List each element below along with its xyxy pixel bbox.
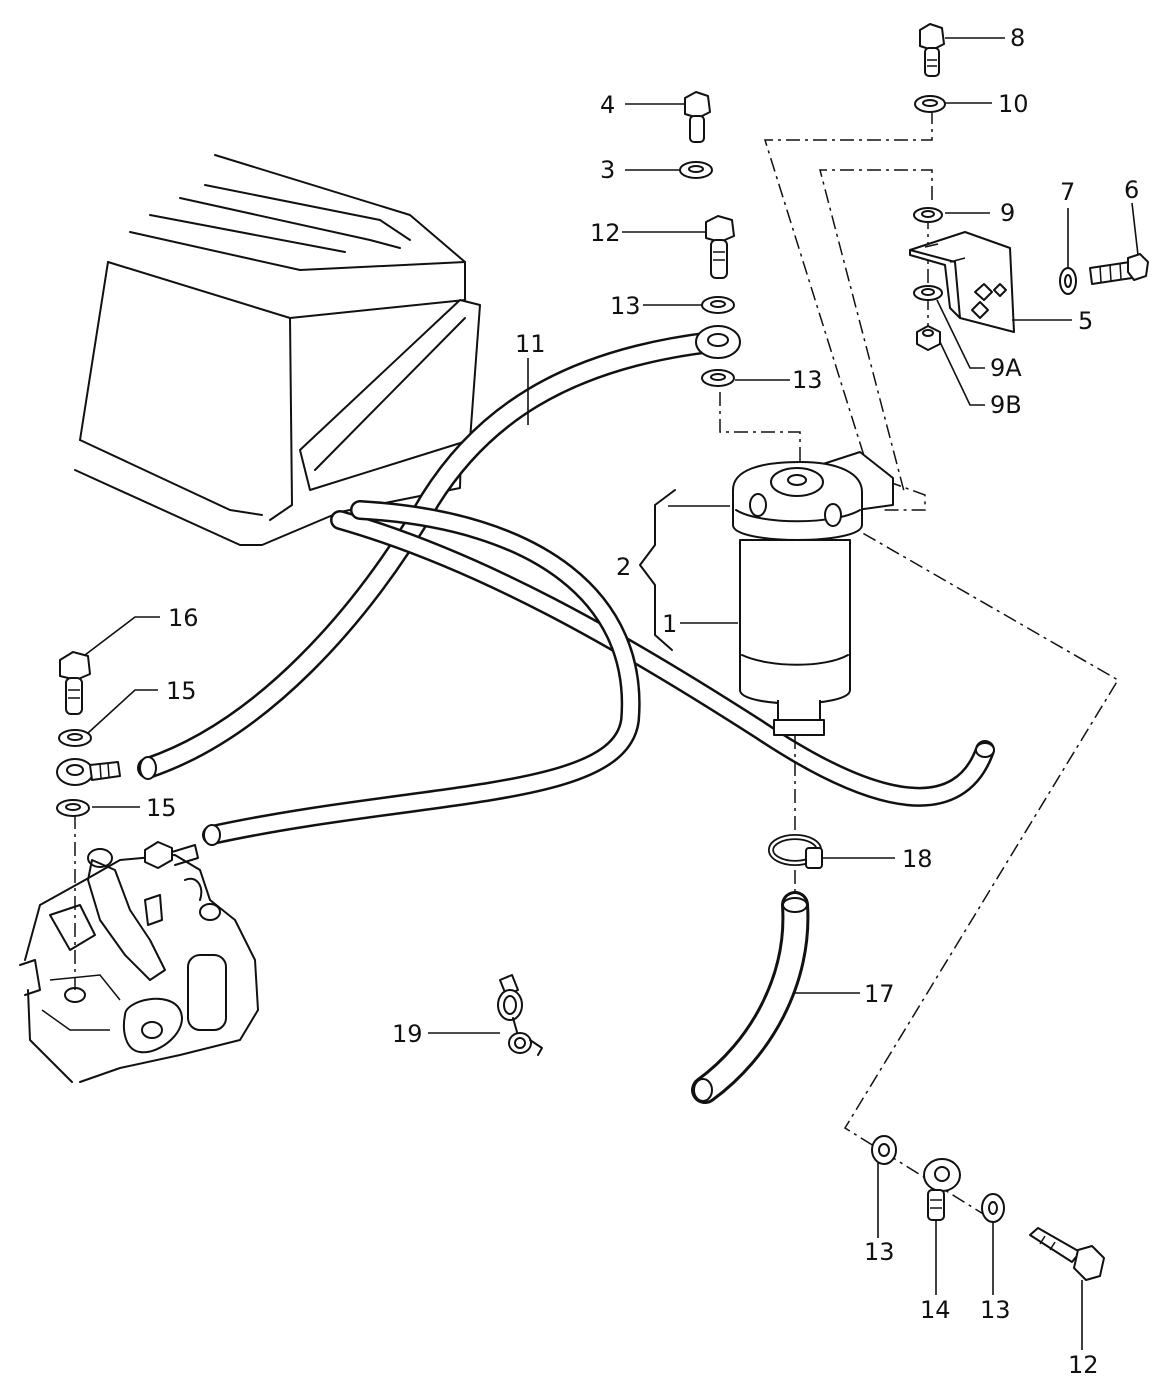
- label-13-lower: 13: [792, 366, 823, 394]
- label-1: 1: [662, 610, 677, 638]
- washer-9-icon: [913, 207, 943, 223]
- banjo-union-14-icon: [923, 1158, 961, 1221]
- washer-9a-icon: [913, 285, 943, 301]
- label-13-upper: 13: [610, 292, 641, 320]
- label-2: 2: [616, 553, 631, 581]
- bolt-6-icon: [1089, 253, 1149, 285]
- label-13-bottom-left: 13: [864, 1238, 895, 1266]
- label-6: 6: [1124, 176, 1139, 204]
- label-8: 8: [1010, 24, 1025, 52]
- label-15-upper: 15: [166, 677, 197, 705]
- banjo-bolt-16-icon: [59, 651, 91, 715]
- nut-9b-icon: [916, 325, 941, 351]
- mounting-bracket-5-icon: [909, 231, 1015, 333]
- sealing-washer-13-upper-icon: [701, 296, 735, 314]
- label-16: 16: [168, 604, 199, 632]
- label-9a: 9A: [990, 354, 1022, 382]
- label-17: 17: [864, 980, 895, 1008]
- callout-labels: 8 10 4 3 12 13 13 11 9 7 6 5 9A 9B 2 1 1…: [146, 24, 1139, 1379]
- spring-washer-10-icon: [914, 95, 946, 113]
- label-9: 9: [1000, 199, 1015, 227]
- washer-15-upper-icon: [58, 729, 92, 747]
- banjo-bolt-12-bottom-icon: [1029, 1227, 1105, 1281]
- label-3: 3: [600, 156, 615, 184]
- washer-15-lower-icon: [56, 799, 90, 817]
- label-7: 7: [1060, 178, 1075, 206]
- washer-3-icon: [679, 161, 713, 179]
- label-10: 10: [998, 90, 1029, 118]
- label-12-bottom: 12: [1068, 1351, 1099, 1379]
- banjo-bolt-12-top-icon: [705, 215, 735, 279]
- bolt-4-icon: [684, 91, 711, 143]
- label-12-top: 12: [590, 219, 621, 247]
- label-4: 4: [600, 91, 615, 119]
- fuel-filter-assembly: [639, 451, 894, 736]
- label-18: 18: [902, 845, 933, 873]
- hose-clip-19-icon: [497, 974, 543, 1056]
- washer-13-bottom-left-icon: [871, 1135, 897, 1165]
- banjo-eye-fitting: [695, 325, 741, 359]
- bolt-8-icon: [919, 23, 945, 77]
- sealing-washer-13-lower-icon: [701, 369, 735, 387]
- injection-pump: [19, 841, 259, 1083]
- label-19: 19: [392, 1020, 423, 1048]
- hose-clamp-18-icon: [768, 834, 823, 869]
- fuel-pipes: [137, 331, 995, 1104]
- label-9b: 9B: [990, 391, 1022, 419]
- label-13-bottom-right: 13: [980, 1296, 1011, 1324]
- fuel-tank: [74, 154, 481, 546]
- washer-7-icon: [1059, 267, 1077, 295]
- washer-13-bottom-right-icon: [981, 1193, 1005, 1223]
- label-5: 5: [1078, 307, 1093, 335]
- leader-lines: [84, 37, 1139, 1350]
- label-14: 14: [920, 1296, 951, 1324]
- label-11: 11: [515, 330, 546, 358]
- banjo-union-icon: [56, 758, 121, 786]
- label-15-lower: 15: [146, 794, 177, 822]
